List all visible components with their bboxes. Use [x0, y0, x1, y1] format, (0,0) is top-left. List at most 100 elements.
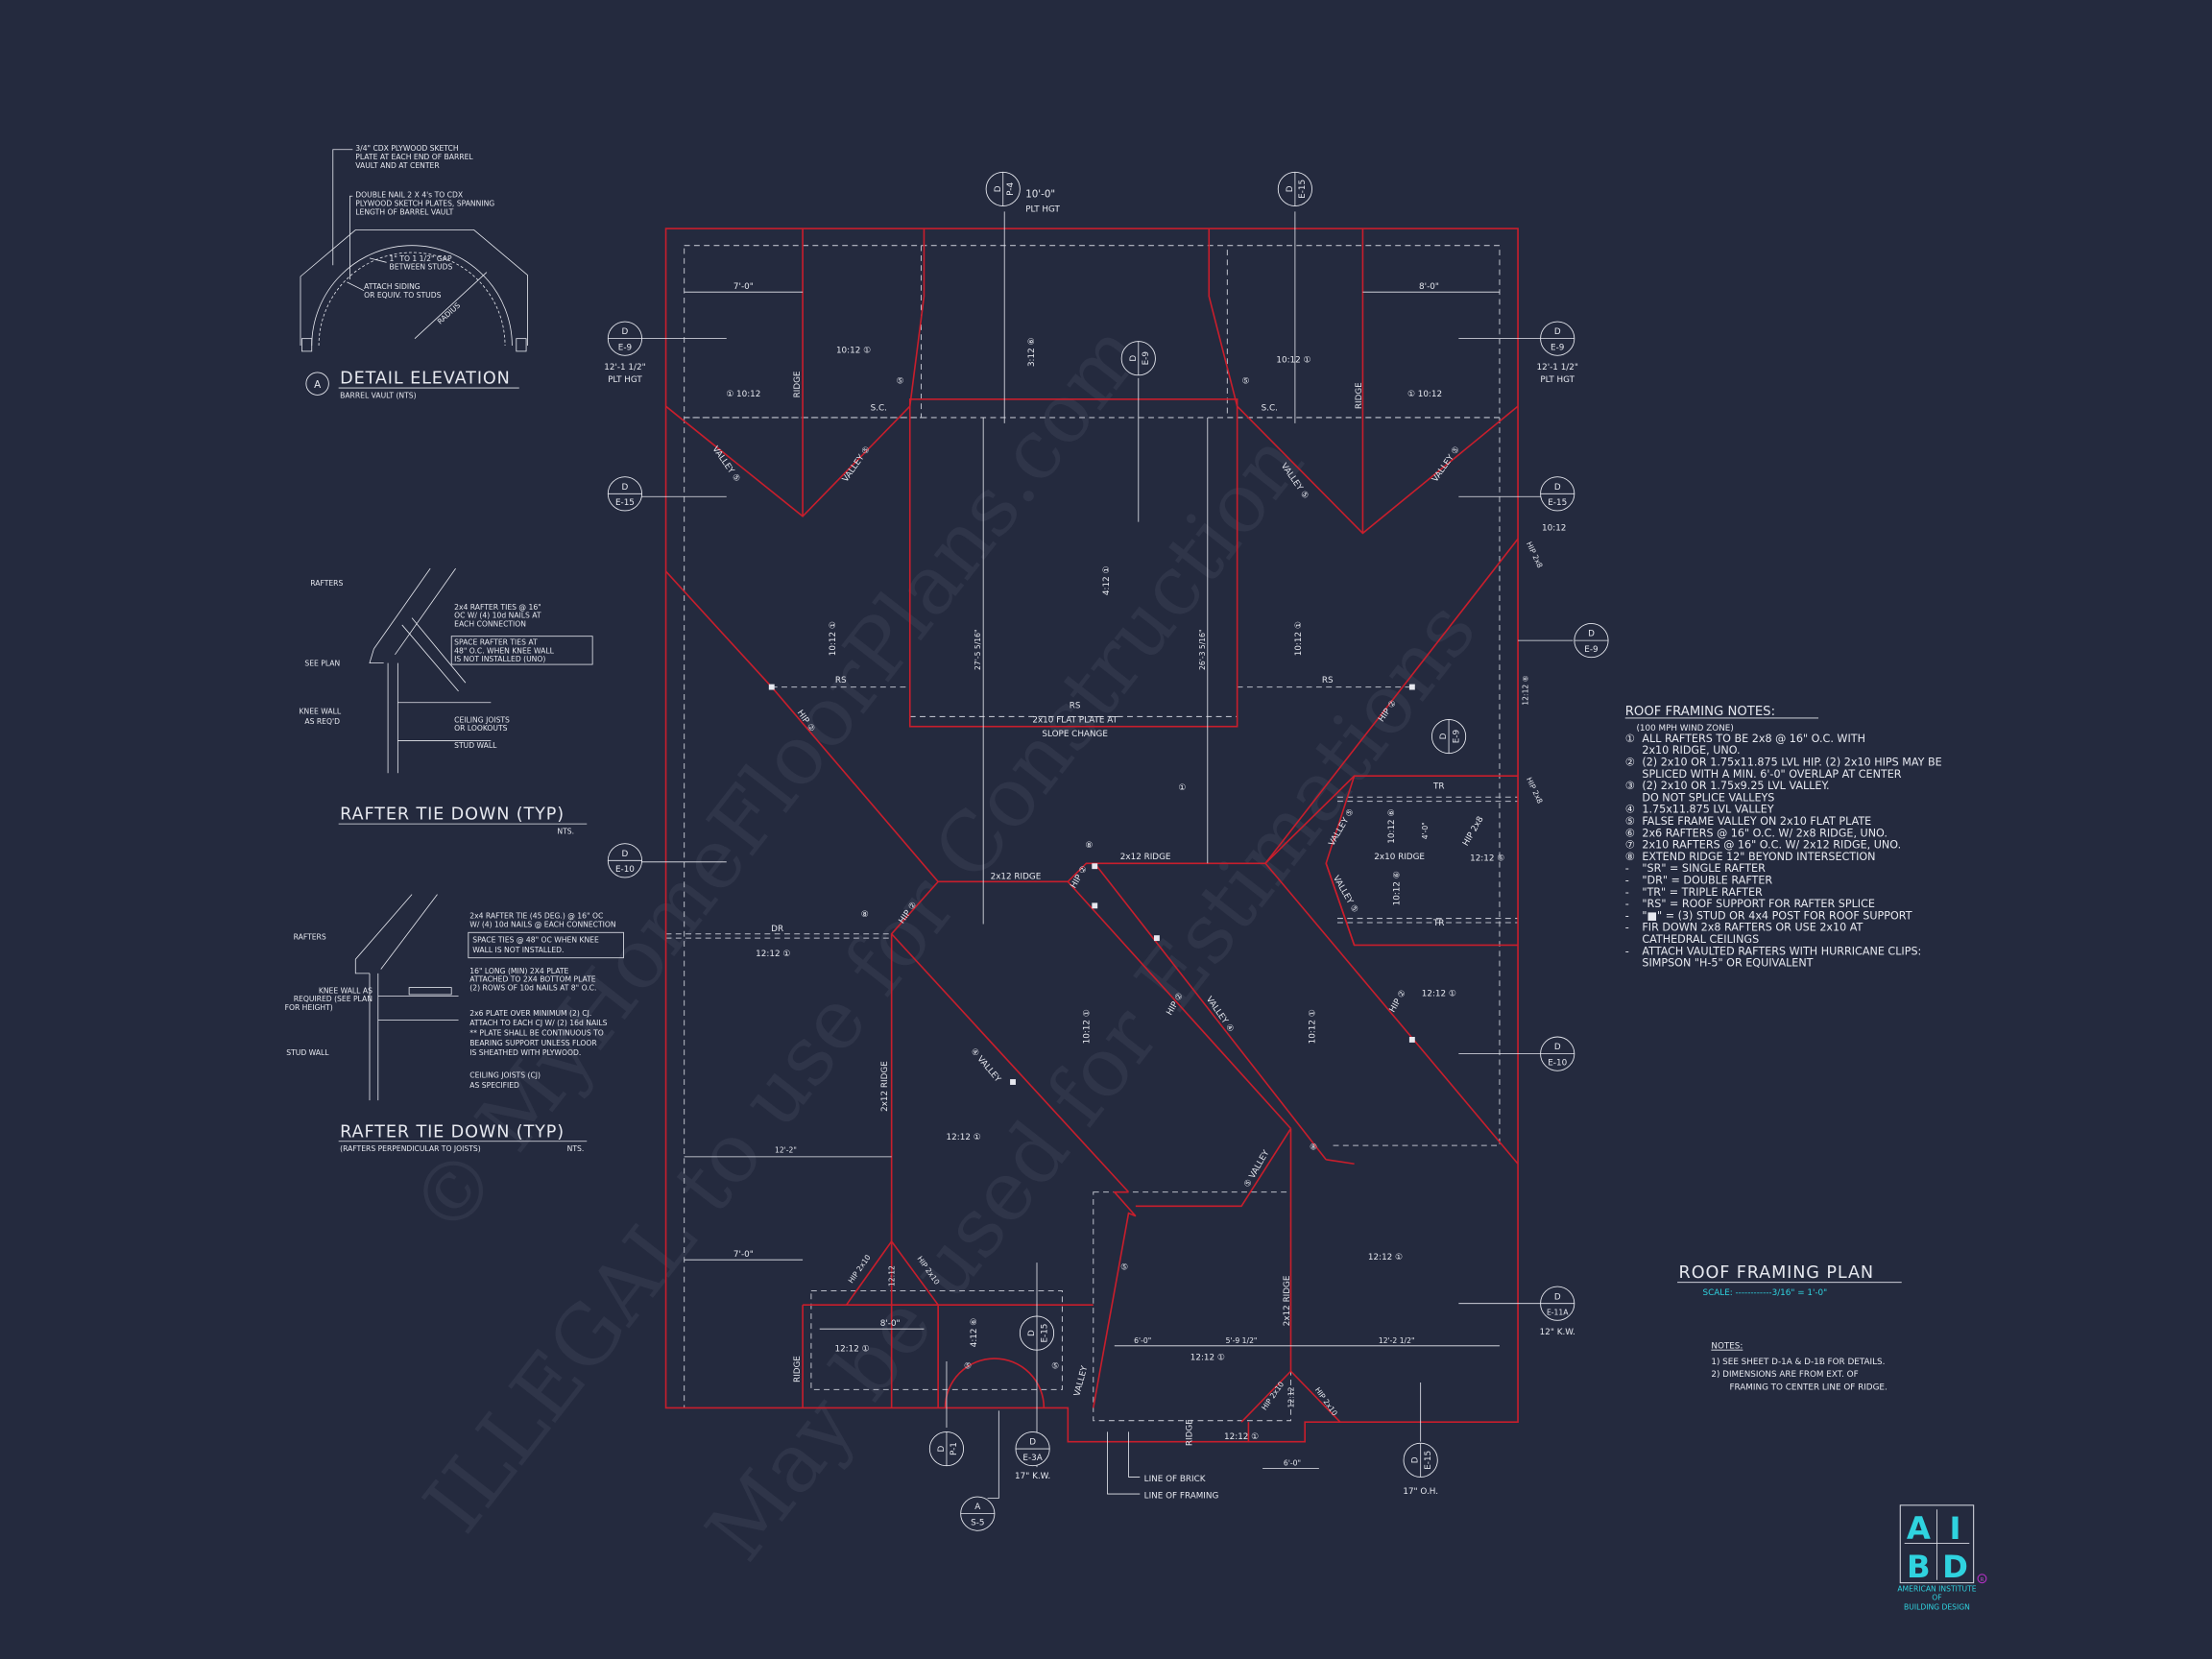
svg-text:D: D: [1027, 1330, 1037, 1336]
detail-label: ATTACH TO EACH CJ W/ (2) 16d NAILS: [469, 1019, 607, 1027]
section-marker[interactable]: D E-9: [1574, 623, 1609, 659]
detail-label: WALL IS NOT INSTALLED.: [472, 946, 564, 954]
hip-label: HIP 2x8: [1525, 776, 1545, 805]
label: 2x10 FLAT PLATE AT: [1032, 715, 1118, 725]
ref-number: ⑤: [1120, 1262, 1128, 1272]
note-marker: ⑦: [1625, 839, 1635, 852]
section-marker[interactable]: DE-15: [1540, 476, 1575, 512]
svg-text:10'-0": 10'-0": [1025, 189, 1055, 201]
plan-note: 2) DIMENSIONS ARE FROM EXT. OF: [1711, 1370, 1858, 1380]
note-marker: -: [1625, 909, 1629, 922]
section-marker[interactable]: AS-5: [960, 1496, 996, 1531]
detail-note: DOUBLE NAIL 2 X 4's TO CDX: [355, 191, 463, 200]
detail-label: 2x4 RAFTER TIE (45 DEG.) @ 16" OC: [469, 912, 603, 921]
note-line: FIR DOWN 2x8 RAFTERS OR USE 2x10 AT: [1642, 922, 1863, 934]
detail-label: SEE PLAN: [304, 660, 340, 668]
note-line: FALSE FRAME VALLEY ON 2x10 FLAT PLATE: [1642, 815, 1871, 828]
pitch-label: 10:12 ⑥: [1393, 871, 1403, 905]
note-marker: ①: [1625, 733, 1635, 745]
pitch-label: 12:12 ①: [947, 1133, 981, 1142]
roof-plan: [638, 211, 1574, 1499]
detail-label: FOR HEIGHT): [285, 1003, 333, 1012]
svg-text:D: D: [1554, 1292, 1561, 1302]
note-line: CATHEDRAL CEILINGS: [1642, 933, 1759, 946]
dimension: 7'-0": [733, 282, 754, 292]
detail-note: 3/4" CDX PLYWOOD SKETCH: [355, 144, 458, 153]
section-marker[interactable]: DE-912'-1 1/2"PLT HGT: [1537, 321, 1578, 385]
detail-label: OC W/ (4) 10d NAILS AT: [454, 612, 541, 620]
wind-zone: (100 MPH WIND ZONE): [1636, 724, 1733, 733]
note-line: "SR" = SINGLE RAFTER: [1642, 862, 1766, 875]
valley-label: VALLEY ⑤: [1331, 874, 1359, 914]
pitch-label: ① 10:12: [726, 390, 760, 399]
svg-text:P-4: P-4: [1006, 182, 1016, 196]
note-marker: -: [1625, 874, 1629, 886]
plan-note: FRAMING TO CENTER LINE OF RIDGE.: [1729, 1382, 1887, 1392]
pitch-label: 12:12 ①: [1368, 1253, 1403, 1262]
detail-label: IS NOT INSTALLED (UNO): [454, 655, 545, 663]
section-marker[interactable]: DE-10: [1540, 1036, 1575, 1071]
note-line: 2x10 RAFTERS @ 16" O.C. W/ 2x12 RIDGE, U…: [1642, 839, 1901, 852]
valley-label: VALLEY: [1072, 1364, 1090, 1397]
nts-label: NTS.: [557, 827, 574, 835]
svg-text:D: D: [622, 327, 629, 337]
svg-text:D: D: [1554, 327, 1561, 337]
note-line: DO NOT SPLICE VALLEYS: [1642, 791, 1774, 804]
section-marker[interactable]: DE-10: [607, 843, 643, 878]
pitch-label: 12:12 ①: [1422, 989, 1456, 998]
registered-mark: R: [1981, 1577, 1984, 1583]
ref-number: ⑧: [1310, 1143, 1317, 1153]
note-line: "■" = (3) STUD OR 4x4 POST FOR ROOF SUPP…: [1642, 909, 1911, 922]
detail-label: STUD WALL: [286, 1048, 329, 1057]
note-line: (2) 2x10 OR 1.75x9.25 LVL VALLEY.: [1642, 780, 1829, 792]
pitch-label: 10:12: [1542, 523, 1566, 533]
detail-label: KNEE WALL AS: [319, 986, 373, 995]
dimension: 12'-2": [775, 1145, 797, 1154]
label: TR: [1432, 781, 1445, 791]
dimension: 8'-0": [1419, 282, 1439, 292]
pitch-label: ① 10:12: [1407, 390, 1442, 399]
svg-text:E-15: E-15: [1298, 180, 1308, 199]
pitch-label: 12:12 ①: [834, 1345, 869, 1355]
plan-note: 1) SEE SHEET D-1A & D-1B FOR DETAILS.: [1711, 1358, 1885, 1367]
note-line: ATTACH VAULTED RAFTERS WITH HURRICANE CL…: [1642, 945, 1921, 957]
label: SLOPE CHANGE: [1042, 730, 1108, 739]
note-line: 2x6 RAFTERS @ 16" O.C. W/ 2x8 RIDGE, UNO…: [1642, 827, 1887, 839]
svg-text:PLT HGT: PLT HGT: [608, 375, 642, 385]
rafter-tie-detail-2: RAFTERS KNEE WALL AS REQUIRED (SEE PLAN …: [285, 894, 624, 1153]
note-marker: -: [1625, 886, 1629, 899]
pitch-label: 10:12 ⑥: [1387, 809, 1397, 844]
section-marker[interactable]: DE-15: [607, 476, 643, 512]
svg-text:E-10: E-10: [1548, 1058, 1567, 1068]
section-marker[interactable]: DE-912'-1 1/2"PLT HGT: [604, 321, 646, 385]
detail-note: OR EQUIV. TO STUDS: [364, 291, 441, 300]
svg-text:E-9: E-9: [618, 343, 632, 352]
detail-note: ATTACH SIDING: [364, 282, 421, 291]
pitch-label: 12:12 ①: [1224, 1432, 1259, 1442]
note-line: ALL RAFTERS TO BE 2x8 @ 16" O.C. WITH: [1642, 733, 1865, 745]
detail-label: SPACE RAFTER TIES AT: [454, 638, 538, 647]
label: S.C.: [1262, 404, 1278, 414]
detail-title: DETAIL ELEVATION: [340, 370, 511, 389]
svg-text:D: D: [1588, 630, 1595, 639]
svg-text:D: D: [1411, 1456, 1421, 1463]
label: DR: [771, 925, 783, 934]
detail-label: (2) ROWS OF 10d NAILS AT 8" O.C.: [469, 984, 596, 993]
valley-label: ④ VALLEY: [969, 1046, 1003, 1085]
svg-text:PLT HGT: PLT HGT: [1025, 204, 1060, 214]
svg-text:E-15: E-15: [1040, 1324, 1049, 1343]
plan-title: ROOF FRAMING PLAN: [1679, 1263, 1874, 1283]
ridge-label: 2x12 RIDGE: [1283, 1276, 1292, 1327]
svg-text:D: D: [994, 185, 1003, 192]
logo-text: AMERICAN INSTITUTE: [1897, 1584, 1976, 1593]
svg-text:E-9: E-9: [1584, 645, 1598, 655]
